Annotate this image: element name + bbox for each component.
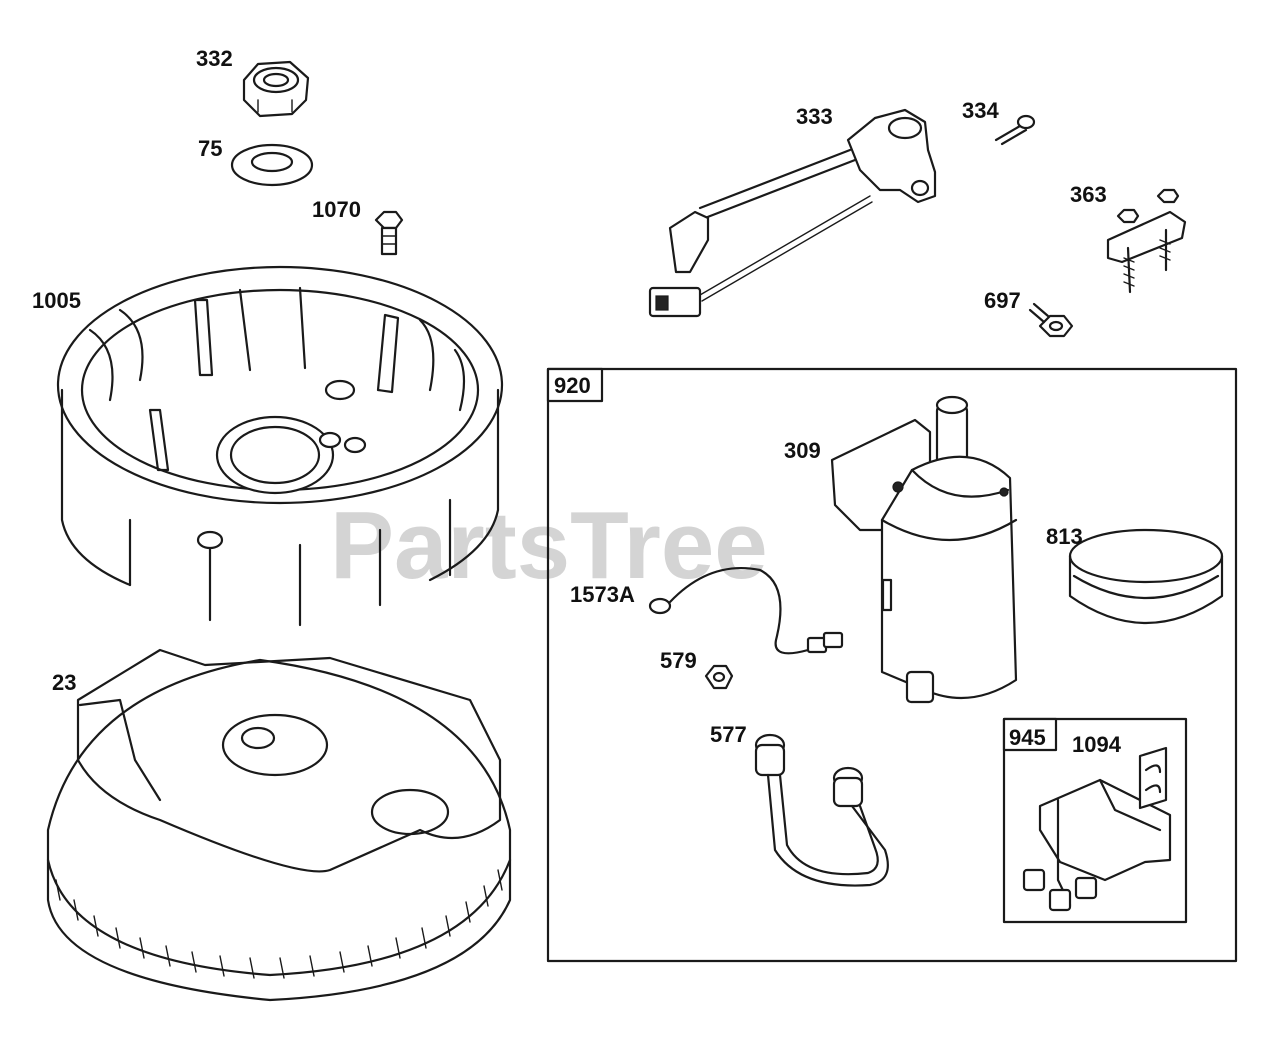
- callout-334: 334: [962, 98, 999, 123]
- callout-697: 697: [984, 288, 1021, 313]
- callout-1573A: 1573A: [570, 582, 635, 607]
- band-clamp-813[interactable]: [1068, 528, 1224, 625]
- callout-1094: 1094: [1072, 732, 1122, 757]
- starter-motor-309[interactable]: [830, 395, 1018, 704]
- bracket-363[interactable]: [1106, 188, 1187, 294]
- callout-920: 920: [554, 373, 591, 398]
- clip-1094[interactable]: [1138, 746, 1168, 810]
- kit-box-920: [546, 367, 1238, 963]
- callout-813: 813: [1046, 524, 1083, 549]
- callout-1070: 1070: [312, 197, 361, 222]
- ignition-coil-333[interactable]: [648, 108, 937, 318]
- callout-333: 333: [796, 104, 833, 129]
- callout-577: 577: [710, 722, 747, 747]
- kit-box-945: [1002, 717, 1188, 924]
- bolt-1070[interactable]: [374, 210, 404, 256]
- callout-579: 579: [660, 648, 697, 673]
- callout-1005: 1005: [32, 288, 81, 313]
- ground-wire-1573A[interactable]: [648, 566, 844, 655]
- callout-945: 945: [1009, 725, 1046, 750]
- callout-75: 75: [198, 136, 222, 161]
- callout-309: 309: [784, 438, 821, 463]
- solenoid[interactable]: [1022, 778, 1172, 912]
- flywheel-fan-1005[interactable]: [56, 265, 504, 627]
- starter-cable-577[interactable]: [754, 733, 889, 887]
- nut-579[interactable]: [704, 664, 734, 690]
- bolt-334[interactable]: [994, 114, 1036, 146]
- callout-332: 332: [196, 46, 233, 71]
- hex-nut-332[interactable]: [242, 60, 310, 118]
- flywheel-23[interactable]: [46, 648, 512, 1002]
- callout-363: 363: [1070, 182, 1107, 207]
- washer-75[interactable]: [230, 143, 314, 187]
- screw-697[interactable]: [1028, 302, 1074, 338]
- callout-23: 23: [52, 670, 76, 695]
